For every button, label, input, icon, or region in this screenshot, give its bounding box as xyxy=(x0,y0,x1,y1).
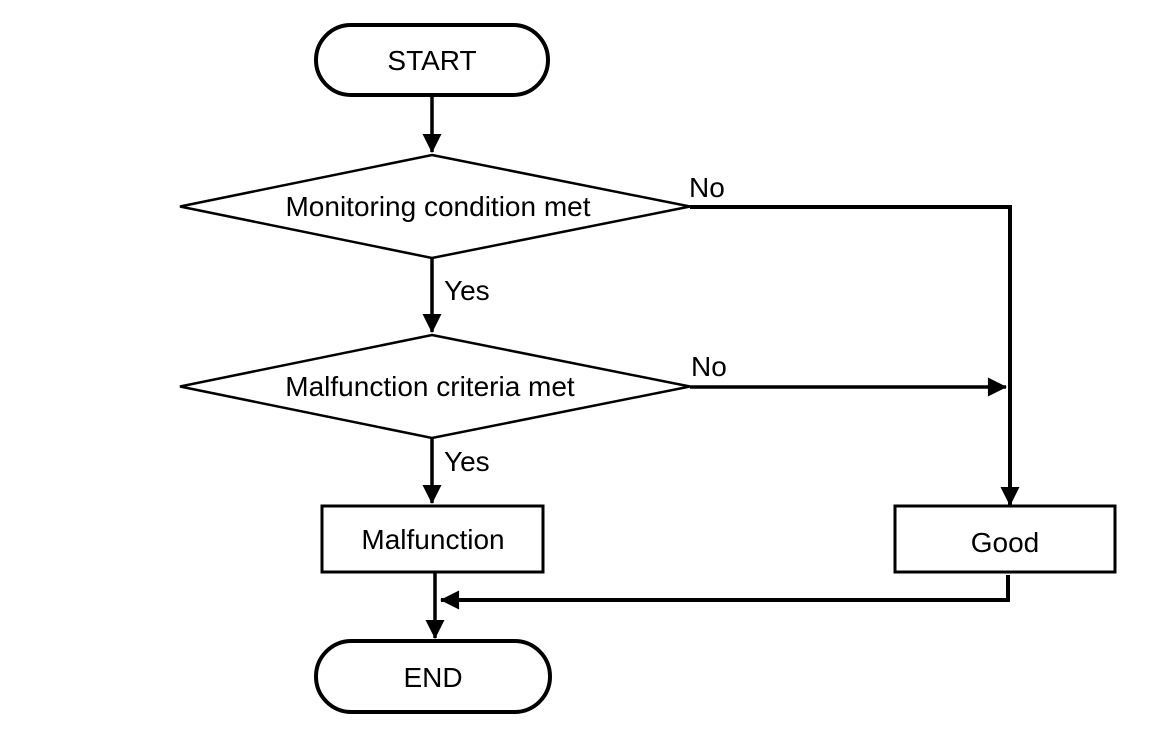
criteria-diamond-shape xyxy=(179,333,691,440)
end-node-label: END xyxy=(403,662,462,693)
edge-label-monitoring-yes: Yes xyxy=(444,275,490,306)
good-node-label: Good xyxy=(971,527,1040,558)
start-terminator-shape xyxy=(314,23,550,97)
flowchart-edges xyxy=(422,95,1020,639)
flowchart-edge-labels: No Yes No Yes xyxy=(444,172,727,477)
start-node: START xyxy=(314,23,550,97)
start-node-label: START xyxy=(387,45,476,76)
malfunction-node: Malfunction xyxy=(320,504,545,574)
edge-good-merge-to-end-line xyxy=(440,575,1010,610)
edge-monitoring-no-to-good xyxy=(690,205,1020,506)
monitoring-node-label: Monitoring condition met xyxy=(285,191,590,222)
good-node: Good xyxy=(893,504,1117,574)
monitoring-diamond-shape xyxy=(179,153,691,260)
edge-label-monitoring-no: No xyxy=(689,172,725,203)
edge-label-criteria-yes: Yes xyxy=(444,446,490,477)
end-terminator-shape xyxy=(314,639,552,714)
malfunction-node-label: Malfunction xyxy=(361,524,504,555)
malfunction-box-shape xyxy=(320,504,545,574)
edge-label-criteria-no: No xyxy=(691,351,727,382)
criteria-decision-node: Malfunction criteria met xyxy=(179,333,691,440)
end-node: END xyxy=(314,639,552,714)
criteria-node-label: Malfunction criteria met xyxy=(285,371,575,402)
monitoring-decision-node: Monitoring condition met xyxy=(179,153,691,260)
good-box-shape xyxy=(893,504,1117,574)
